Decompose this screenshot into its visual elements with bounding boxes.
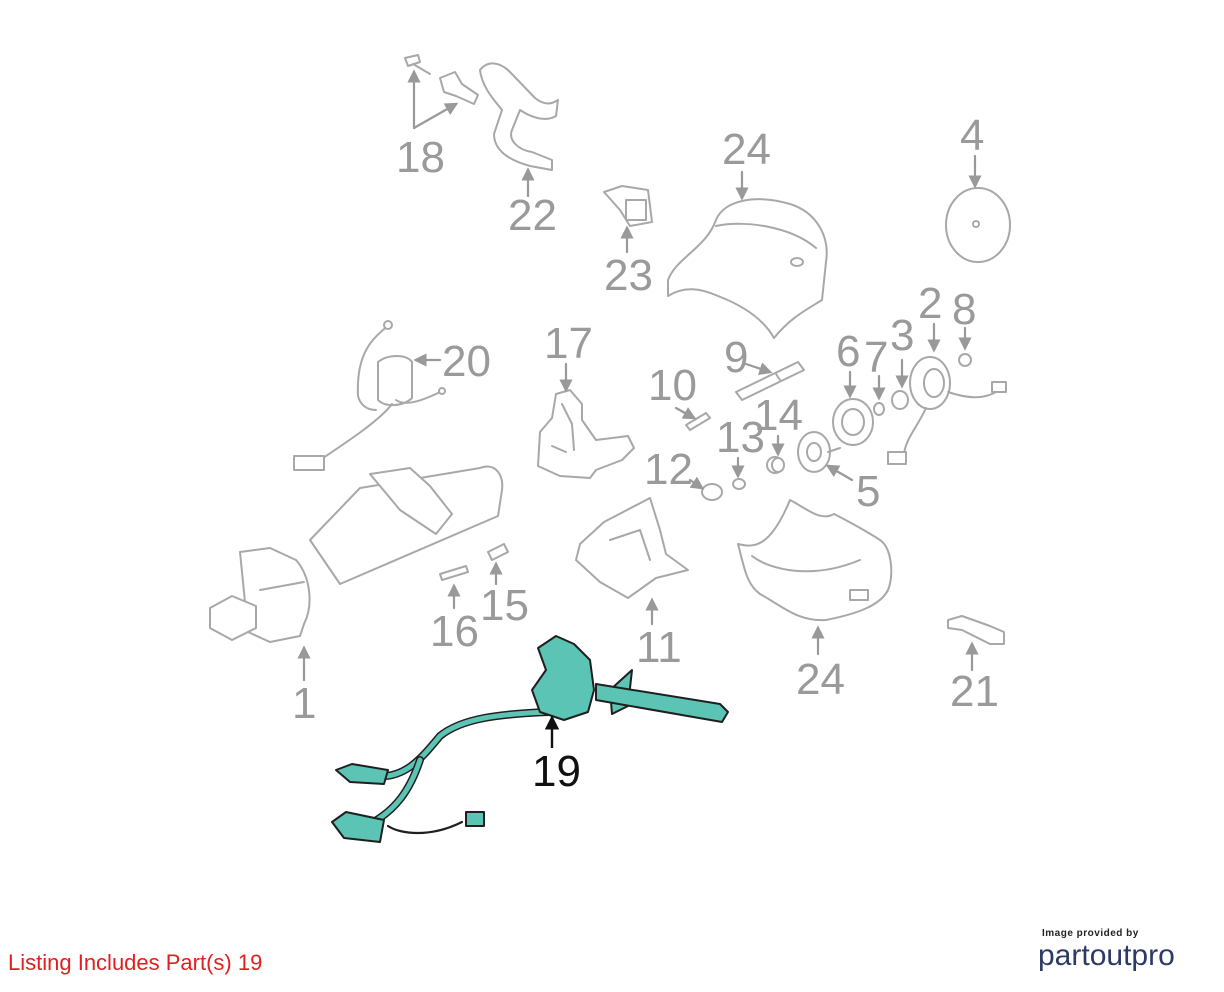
part-12 — [701, 483, 723, 501]
partoutpro-logo: partoutpro — [1038, 939, 1175, 972]
callout-1: 1 — [292, 645, 316, 728]
callout-21: 21 — [950, 641, 999, 716]
svg-text:7: 7 — [864, 333, 888, 382]
svg-text:23: 23 — [604, 251, 653, 300]
callout-2: 2 — [918, 279, 942, 353]
svg-text:17: 17 — [544, 319, 593, 368]
svg-text:2: 2 — [918, 279, 942, 328]
svg-text:3: 3 — [890, 311, 914, 360]
svg-text:20: 20 — [442, 337, 491, 386]
part-15-pin — [487, 543, 509, 561]
svg-text:18: 18 — [396, 133, 445, 182]
callout-15: 15 — [480, 561, 529, 630]
part-6-bearing — [832, 398, 874, 446]
part-22-lever — [479, 62, 559, 171]
svg-text:14: 14 — [754, 391, 803, 440]
provider-caption: Image provided by — [1042, 928, 1139, 939]
svg-text:24: 24 — [796, 655, 845, 704]
svg-text:4: 4 — [960, 111, 984, 160]
svg-text:13: 13 — [716, 413, 765, 462]
callout-6: 6 — [836, 327, 860, 399]
part-24-lower-shroud — [737, 499, 893, 622]
svg-text:6: 6 — [836, 327, 860, 376]
svg-text:5: 5 — [856, 467, 880, 516]
svg-text:24: 24 — [722, 125, 771, 174]
callout-24-top: 24 — [722, 125, 771, 201]
callout-11: 11 — [636, 597, 682, 672]
part-10-pin — [685, 412, 711, 431]
callout-12: 12 — [644, 445, 705, 494]
listing-note: Listing Includes Part(s) 19 — [8, 950, 263, 975]
part-8 — [958, 353, 972, 367]
callout-24-bottom: 24 — [796, 625, 845, 704]
part-17-housing — [537, 389, 635, 479]
callout-14: 14 — [754, 391, 803, 457]
svg-text:22: 22 — [508, 191, 557, 240]
callout-18: 18 — [396, 69, 459, 182]
part-16-pin — [439, 565, 469, 581]
callout-3: 3 — [890, 311, 914, 389]
part-21 — [947, 615, 1005, 645]
svg-text:9: 9 — [724, 333, 748, 382]
callout-9: 9 — [724, 333, 773, 382]
part-1-column — [209, 465, 504, 643]
provider-branding: Image provided by partoutpro — [1038, 928, 1188, 971]
svg-text:10: 10 — [648, 361, 697, 410]
part-23 — [603, 185, 653, 227]
part-9-shaft — [735, 361, 805, 401]
part-7 — [873, 402, 885, 416]
callout-4: 4 — [960, 111, 984, 189]
part-2-coil — [887, 356, 1007, 465]
svg-text:16: 16 — [430, 607, 479, 656]
callout-19: 19 — [532, 715, 581, 796]
callout-7: 7 — [864, 333, 888, 401]
callout-13: 13 — [716, 413, 765, 479]
part-18-bolts — [404, 54, 479, 105]
callout-22: 22 — [508, 167, 557, 240]
svg-text:19: 19 — [532, 747, 581, 796]
callout-8: 8 — [952, 285, 976, 351]
part-11-bracket — [575, 497, 689, 599]
callout-10: 10 — [648, 361, 697, 420]
svg-text:21: 21 — [950, 667, 999, 716]
part-5-hub — [797, 431, 841, 473]
svg-text:12: 12 — [644, 445, 693, 494]
part-24-upper-shroud — [667, 198, 828, 339]
callout-16: 16 — [430, 583, 479, 656]
part-4-cap — [945, 187, 1011, 263]
svg-text:11: 11 — [636, 623, 682, 672]
part-20-module — [293, 320, 446, 471]
callout-17: 17 — [544, 319, 593, 393]
part-14 — [766, 456, 785, 474]
callout-20: 20 — [413, 337, 491, 386]
part-3 — [891, 390, 909, 410]
svg-text:1: 1 — [292, 679, 316, 728]
part-19-switch-assembly[interactable] — [331, 635, 729, 843]
svg-text:15: 15 — [480, 581, 529, 630]
callout-5: 5 — [825, 464, 880, 516]
svg-text:8: 8 — [952, 285, 976, 334]
callout-23: 23 — [604, 225, 653, 300]
part-13 — [732, 478, 746, 490]
